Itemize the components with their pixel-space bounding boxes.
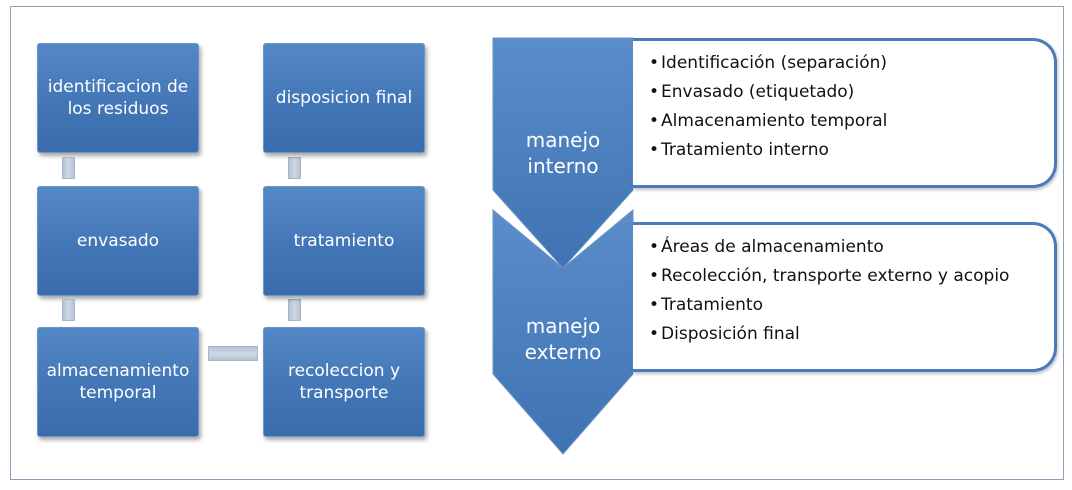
- panel-manejo-interno: Identificación (separación) Envasado (et…: [633, 38, 1057, 188]
- manejo-interno-line1: manejo: [525, 128, 601, 152]
- list-item: Áreas de almacenamiento: [649, 233, 1044, 262]
- list-item: Tratamiento interno: [649, 136, 1044, 165]
- panel-manejo-externo: Áreas de almacenamiento Recolección, tra…: [633, 222, 1057, 372]
- manejo-externo-label: manejo externo: [503, 313, 623, 365]
- list-item: Disposición final: [649, 320, 1044, 349]
- connector-tratamiento-disposicion: [288, 157, 301, 179]
- manejo-interno-label: manejo interno: [503, 127, 623, 179]
- step-almacenamiento-label: almacenamiento temporal: [46, 361, 190, 403]
- manejo-interno-line2: interno: [527, 154, 599, 178]
- step-envasado-label: envasado: [76, 231, 160, 251]
- list-item: Identificación (separación): [649, 49, 1044, 78]
- list-item: Recolección, transporte externo y acopio: [649, 262, 1044, 291]
- list-item: Tratamiento: [649, 291, 1044, 320]
- manejo-externo-line1: manejo: [525, 314, 601, 338]
- list-item: Envasado (etiquetado): [649, 78, 1044, 107]
- connector-almacenamiento-recoleccion: [208, 346, 258, 361]
- chevron-manejo-interno: [492, 37, 634, 269]
- step-identificacion-label: identificacion de los residuos: [47, 77, 189, 119]
- step-recoleccion-label: recoleccion y transporte: [287, 361, 401, 403]
- step-disposicion: disposicion final: [263, 43, 425, 153]
- step-identificacion: identificacion de los residuos: [37, 43, 199, 153]
- connector-envasado-almacenamiento: [62, 299, 75, 321]
- manejo-externo-line2: externo: [524, 340, 602, 364]
- step-envasado: envasado: [37, 186, 199, 296]
- step-recoleccion: recoleccion y transporte: [263, 327, 425, 437]
- step-disposicion-label: disposicion final: [275, 88, 413, 108]
- connector-recoleccion-tratamiento: [288, 299, 301, 321]
- step-tratamiento-label: tratamiento: [293, 231, 395, 251]
- list-item: Almacenamiento temporal: [649, 107, 1044, 136]
- chevron-manejo-externo: [492, 208, 634, 455]
- connector-identificacion-envasado: [62, 157, 75, 179]
- step-tratamiento: tratamiento: [263, 186, 425, 296]
- step-almacenamiento: almacenamiento temporal: [37, 327, 199, 437]
